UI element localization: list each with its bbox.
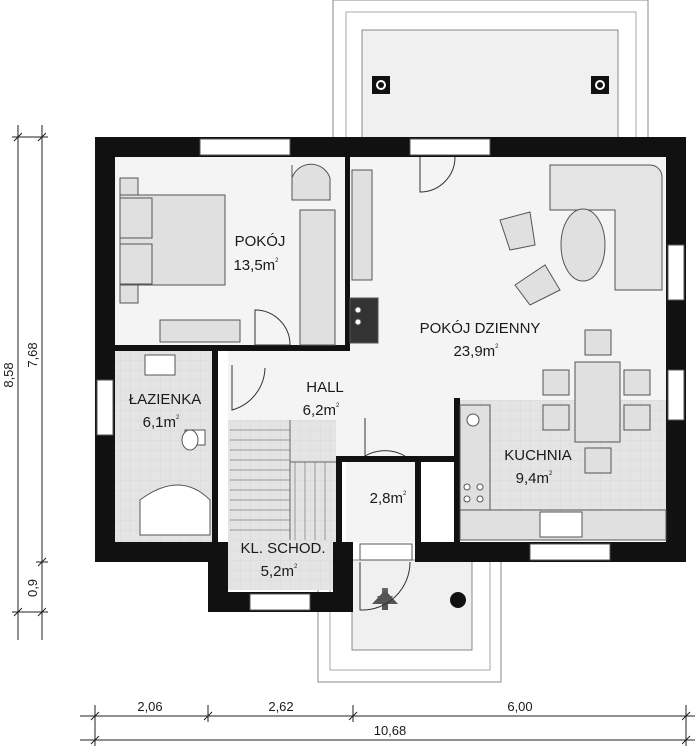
dim-bottom-1: 2,06 <box>137 699 162 714</box>
room-area-hall: 6,2m <box>303 402 336 419</box>
room-label-klatka: KL. SCHOD. 5,2m2 <box>240 540 325 580</box>
room-area-schowek: 2,8m <box>370 490 403 507</box>
room-label-kuchnia: KUCHNIA 9,4m2 <box>504 447 572 487</box>
room-name-klatka: KL. SCHOD. <box>240 540 325 557</box>
room-name-pokoj-dzienny: POKÓJ DZIENNY <box>420 320 541 337</box>
svg-text:5,2m2: 5,2m2 <box>261 563 298 580</box>
staircase <box>230 420 336 540</box>
svg-text:2,8m2: 2,8m2 <box>370 490 407 507</box>
room-name-hall: HALL <box>306 379 344 396</box>
svg-text:13,5m2: 13,5m2 <box>233 257 279 274</box>
area-sup: 2 <box>495 344 499 350</box>
area-sup: 2 <box>403 491 407 497</box>
terrace-entrance <box>317 559 502 683</box>
dim-left-outer: 8,58 <box>1 362 16 387</box>
room-label-pokoj-dzienny: POKÓJ DZIENNY 23,9m2 <box>420 320 541 360</box>
dim-bottom-3: 6,00 <box>507 699 532 714</box>
room-label-hall: HALL 6,2m2 <box>303 379 344 419</box>
area-sup: 2 <box>294 564 298 570</box>
svg-text:23,9m2: 23,9m2 <box>453 343 499 360</box>
room-area-lazienka: 6,1m <box>143 414 176 431</box>
room-label-lazienka: ŁAZIENKA 6,1m2 <box>129 391 202 431</box>
dim-bottom-total: 10,68 <box>374 723 407 738</box>
svg-text:9,4m2: 9,4m2 <box>516 470 553 487</box>
area-sup: 2 <box>336 403 340 409</box>
dim-left-inner: 7,68 <box>25 342 40 367</box>
room-area-pokoj: 13,5m <box>233 257 275 274</box>
dimension-left <box>12 125 48 640</box>
room-area-klatka: 5,2m <box>261 563 294 580</box>
area-sup: 2 <box>176 415 180 421</box>
dim-left-small: 0,9 <box>25 579 40 597</box>
furniture <box>119 163 667 541</box>
terrace-top <box>332 0 649 141</box>
room-label-schowek: 2,8m2 <box>370 490 407 507</box>
room-name-kuchnia: KUCHNIA <box>504 447 572 464</box>
room-label-pokoj: POKÓJ 13,5m2 <box>233 233 285 274</box>
floor-schowek <box>346 462 418 542</box>
svg-text:6,2m2: 6,2m2 <box>303 402 340 419</box>
windows <box>96 138 685 611</box>
dimension-bottom <box>80 705 695 746</box>
room-area-kuchnia: 9,4m <box>516 470 549 487</box>
room-name-lazienka: ŁAZIENKA <box>129 391 202 408</box>
doors <box>231 156 456 611</box>
area-sup: 2 <box>275 258 279 264</box>
svg-text:6,1m2: 6,1m2 <box>143 414 180 431</box>
floor-klatka <box>228 420 336 590</box>
dim-bottom-2: 2,62 <box>268 699 293 714</box>
room-name-pokoj: POKÓJ <box>235 233 286 250</box>
area-sup: 2 <box>549 471 553 477</box>
room-area-pokoj-dzienny: 23,9m <box>453 343 495 360</box>
